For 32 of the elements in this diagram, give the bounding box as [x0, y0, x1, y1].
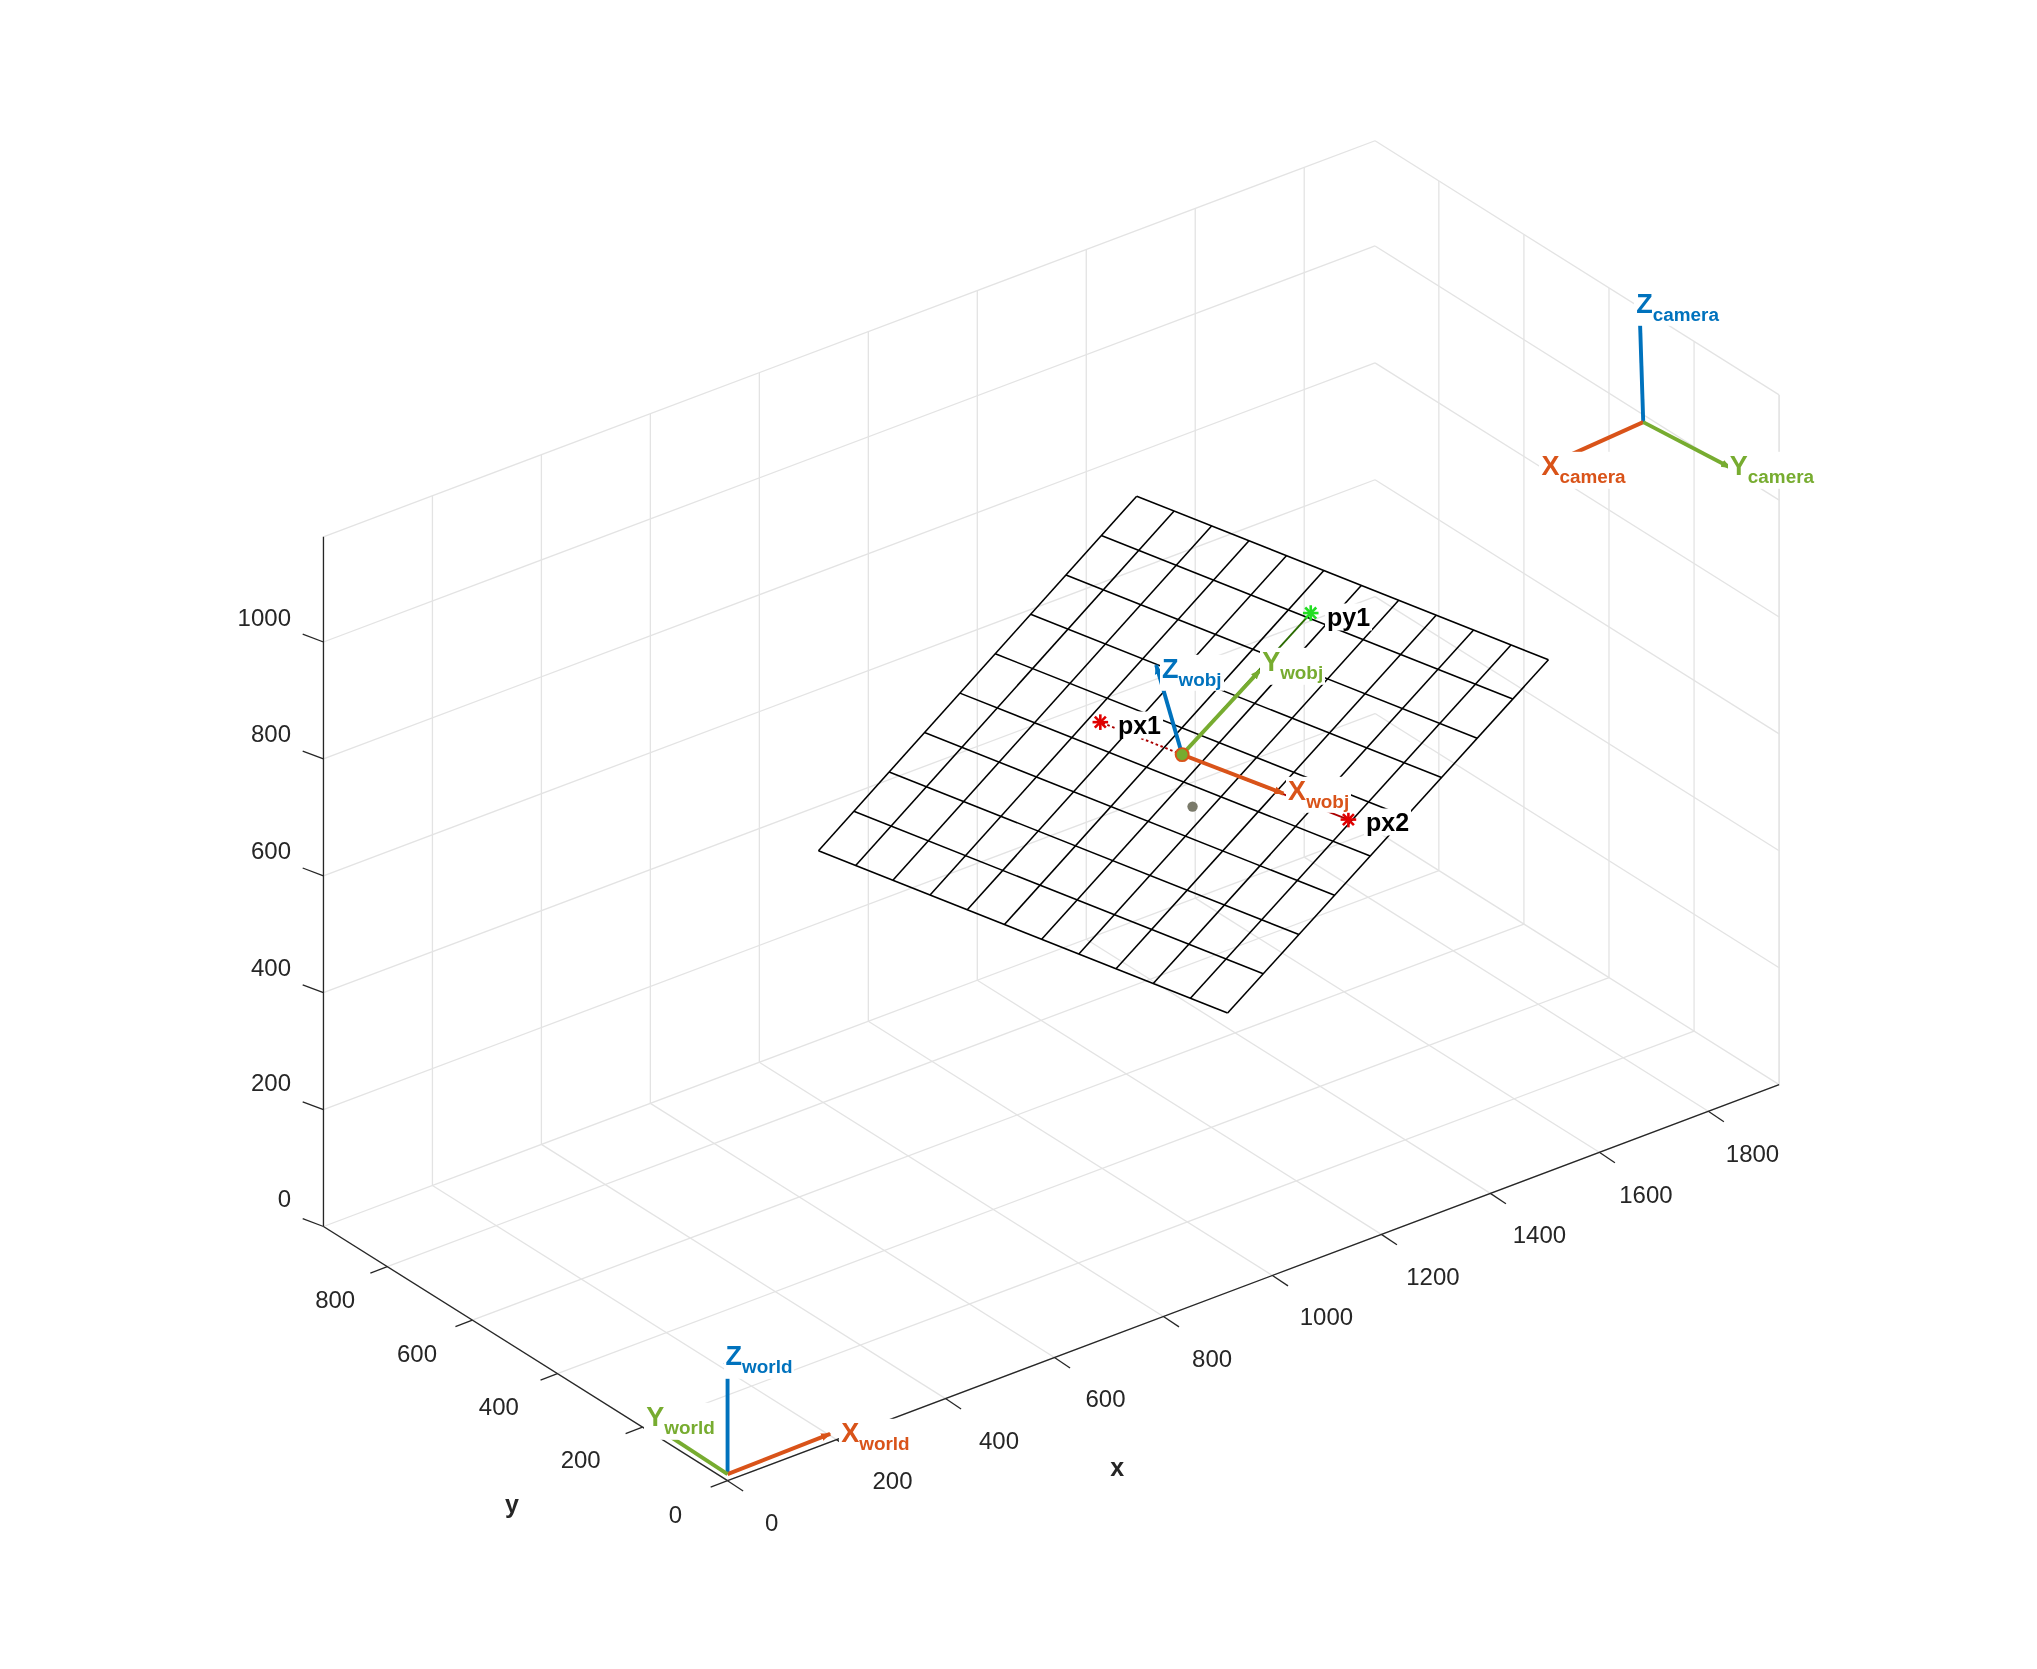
tick-label: 1800 [1725, 1141, 1780, 1166]
tick-label: 200 [872, 1468, 913, 1493]
tick-label: 1000 [237, 606, 291, 631]
axis-label: Y$_{camera}$ [1727, 452, 1816, 489]
axis-label: Y$_{world}$ [644, 1403, 717, 1440]
tick-label: 800 [250, 722, 291, 746]
axis-label: Y$_{wobj}$ [1260, 648, 1326, 685]
tick-label: 1200 [1406, 1265, 1460, 1289]
axis-label: Z$_{wobj}$ [1160, 654, 1224, 692]
point-label: px1 [1115, 711, 1163, 739]
tick-label: 600 [1085, 1387, 1126, 1412]
axis-title: y [504, 1491, 519, 1517]
point-label: px2 [1364, 808, 1412, 836]
tick-label: 800 [315, 1288, 356, 1313]
tick-label: 200 [560, 1448, 601, 1473]
tick-label: 0 [765, 1510, 779, 1535]
tick-label: 400 [979, 1428, 1019, 1453]
axis-title: x [1110, 1454, 1125, 1480]
axis-label: X$_{wobj}$ [1286, 776, 1352, 814]
tick-label: 1000 [1299, 1305, 1354, 1330]
axis-label: X$_{camera}$ [1539, 452, 1628, 489]
tick-label: 1600 [1619, 1183, 1673, 1208]
tick-label: 1400 [1512, 1223, 1567, 1248]
tick-label: 0 [277, 1187, 291, 1212]
tick-label: 600 [250, 838, 291, 863]
point-label: py1 [1325, 603, 1373, 631]
tick-label: 400 [478, 1394, 519, 1419]
tick-label: 600 [397, 1341, 437, 1366]
tick-label: 0 [668, 1502, 683, 1527]
tick-label: 800 [1192, 1346, 1233, 1371]
tick-label: 200 [250, 1071, 291, 1096]
tick-label: 400 [250, 955, 291, 980]
